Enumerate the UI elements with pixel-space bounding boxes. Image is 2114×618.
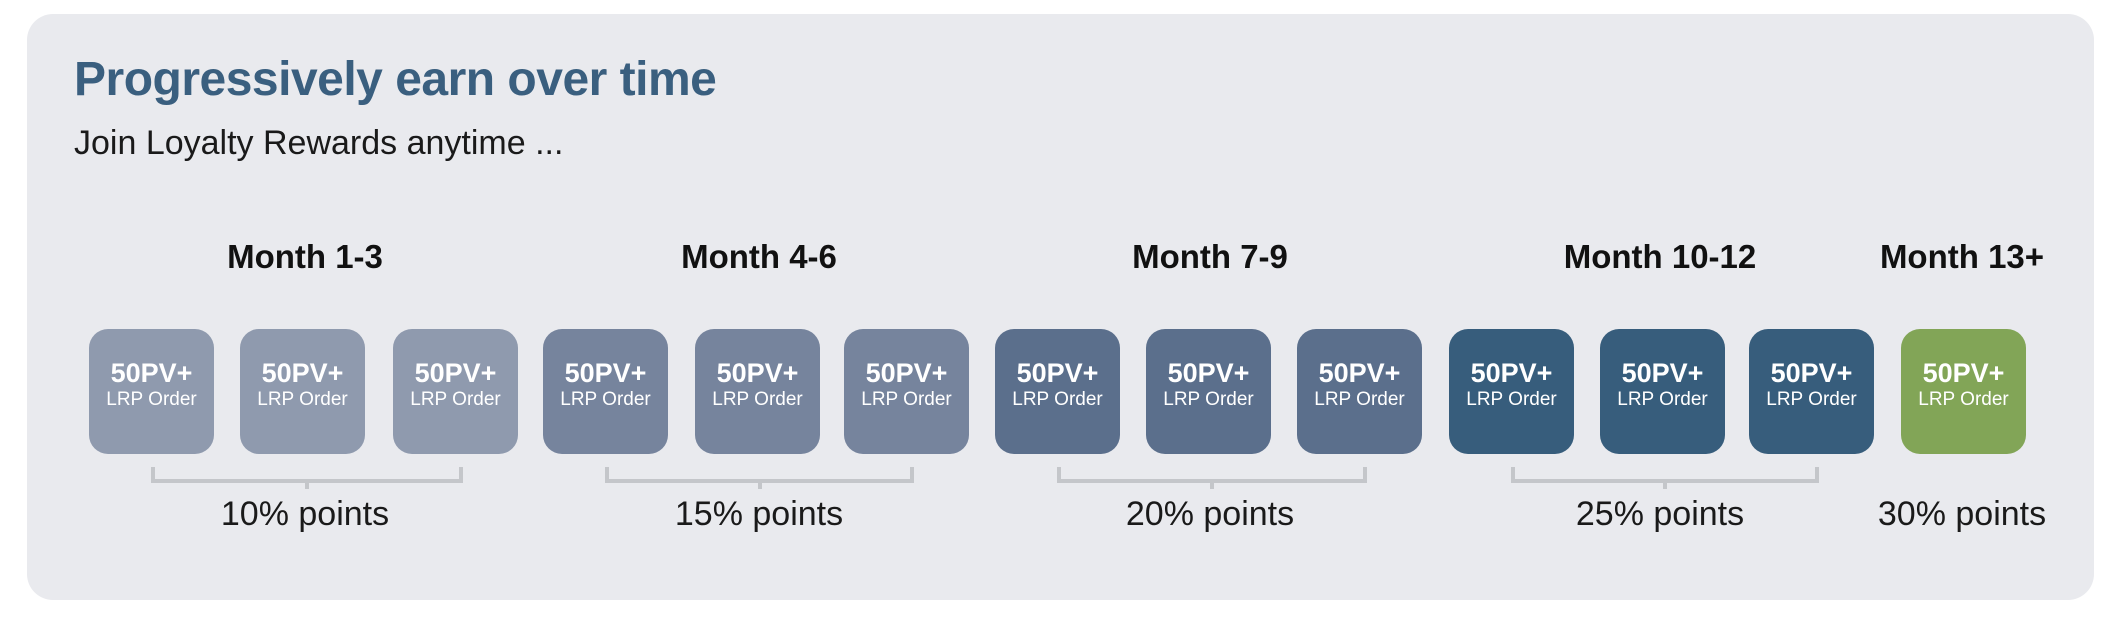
month-label: Month 10-12 — [1563, 238, 1757, 275]
order-box: 50PV+LRP Order — [1600, 329, 1725, 454]
pv-label: 50PV+ — [1470, 357, 1553, 388]
points-label: 10% points — [220, 495, 390, 533]
order-box: 50PV+LRP Order — [1297, 329, 1422, 454]
pv-label: 50PV+ — [1016, 357, 1099, 388]
order-label: LRP Order — [560, 388, 651, 410]
order-label: LRP Order — [1466, 388, 1557, 410]
order-label: LRP Order — [861, 388, 952, 410]
group-bracket — [605, 467, 914, 489]
order-box: 50PV+LRP Order — [393, 329, 518, 454]
order-label: LRP Order — [1766, 388, 1857, 410]
pv-label: 50PV+ — [1167, 357, 1250, 388]
pv-label: 50PV+ — [716, 357, 799, 388]
order-label: LRP Order — [257, 388, 348, 410]
order-label: LRP Order — [1163, 388, 1254, 410]
pv-label: 50PV+ — [110, 357, 193, 388]
bracket-tick — [757, 479, 762, 489]
group-bracket — [151, 467, 463, 489]
bracket-tick — [1663, 479, 1667, 489]
bracket-tick — [1210, 479, 1214, 489]
subtitle: Join Loyalty Rewards anytime ... — [74, 124, 564, 162]
pv-label: 50PV+ — [414, 357, 497, 388]
order-label: LRP Order — [106, 388, 197, 410]
page-title: Progressively earn over time — [74, 53, 717, 106]
pv-label: 50PV+ — [1922, 357, 2005, 388]
month-label: Month 4-6 — [681, 238, 837, 275]
order-label: LRP Order — [1314, 388, 1405, 410]
order-box: 50PV+LRP Order — [240, 329, 365, 454]
order-label: LRP Order — [712, 388, 803, 410]
order-label: LRP Order — [1012, 388, 1103, 410]
group-bracket — [1057, 467, 1367, 489]
order-label: LRP Order — [1617, 388, 1708, 410]
order-label: LRP Order — [1918, 388, 2009, 410]
group-bracket — [1511, 467, 1819, 489]
order-box: 50PV+LRP Order — [844, 329, 969, 454]
order-box: 50PV+LRP Order — [1146, 329, 1271, 454]
order-box: 50PV+LRP Order — [1449, 329, 1574, 454]
pv-label: 50PV+ — [1621, 357, 1704, 388]
points-label: 20% points — [1125, 495, 1295, 533]
bracket-tick — [305, 479, 309, 489]
points-label: 15% points — [674, 495, 844, 533]
month-label: Month 7-9 — [1132, 238, 1288, 275]
pv-label: 50PV+ — [1770, 357, 1853, 388]
order-box: 50PV+LRP Order — [543, 329, 668, 454]
order-box: 50PV+LRP Order — [89, 329, 214, 454]
month-label: Month 1-3 — [227, 238, 383, 275]
pv-label: 50PV+ — [564, 357, 647, 388]
pv-label: 50PV+ — [261, 357, 344, 388]
points-label: 25% points — [1575, 495, 1745, 533]
month-label: Month 13+ — [1879, 238, 2045, 275]
pv-label: 50PV+ — [1318, 357, 1401, 388]
loyalty-card — [27, 14, 2094, 600]
order-box: 50PV+LRP Order — [695, 329, 820, 454]
pv-label: 50PV+ — [865, 357, 948, 388]
order-box: 50PV+LRP Order — [1901, 329, 2026, 454]
points-label: 30% points — [1877, 495, 2047, 533]
order-box: 50PV+LRP Order — [1749, 329, 1874, 454]
order-box: 50PV+LRP Order — [995, 329, 1120, 454]
order-label: LRP Order — [410, 388, 501, 410]
